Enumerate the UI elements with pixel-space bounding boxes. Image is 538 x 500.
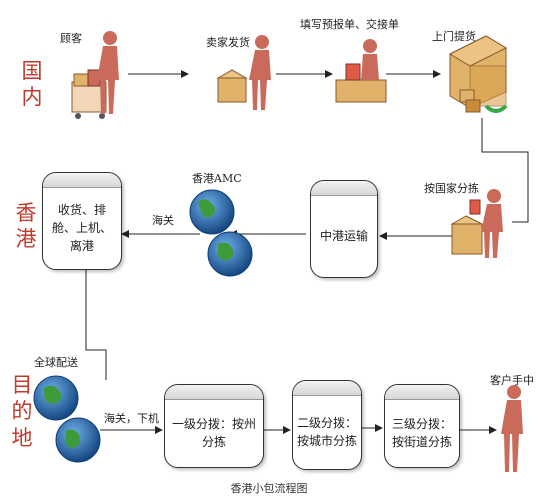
level3-box: 三级分拨：按街道分拣 [384,384,460,468]
clerk-desk-icon [335,39,387,103]
seller-ship-label: 卖家发货 [206,36,250,49]
region-destination-label: 目的地 [11,373,33,450]
fill-forms-label: 填写预报单、交接单 [300,18,399,31]
level2-box-text: 二级分拨：按城市分拣 [297,416,358,448]
receive-box-text: 收货、排舱、上机、离港 [51,203,112,253]
receive-box: 收货、排舱、上机、离港 [42,172,122,270]
level1-box: 一级分拨：按州分拣 [164,384,264,468]
region-hongkong-label: 香港 [15,201,37,252]
amc-globes-icon [189,189,253,277]
arrow-receive-to-global [85,270,107,380]
global-delivery-label: 全球配送 [34,356,78,369]
customer-hand-label: 客户手中 [490,374,534,387]
level3-box-text: 三级分拨：按街道分拣 [391,417,452,449]
customer-cart-icon [71,31,119,119]
sort-by-country-label: 按国家分拣 [424,182,479,195]
final-customer-icon [501,385,523,472]
amc-label: 香港AMC [192,172,242,185]
transport-box-text: 中港运输 [319,229,368,243]
arrow-pickup-to-sort [481,118,529,223]
level1-box-text: 一级分拨：按州分拣 [171,417,256,449]
pickup-truck-icon [448,35,508,113]
sorting-worker-icon [450,189,503,258]
seller-box-icon [216,35,271,110]
pickup-label: 上门提货 [432,30,476,43]
destination-globes-icon [33,375,101,463]
customs-unload-label: 海关，下机 [104,412,159,425]
transport-box: 中港运输 [310,180,378,278]
customs-label: 海关 [152,214,174,227]
region-domestic-label: 国内 [21,59,43,110]
customer-label: 顾客 [60,32,82,45]
diagram-caption: 香港小包流程图 [230,482,308,495]
level2-box: 二级分拨：按城市分拣 [292,380,362,470]
